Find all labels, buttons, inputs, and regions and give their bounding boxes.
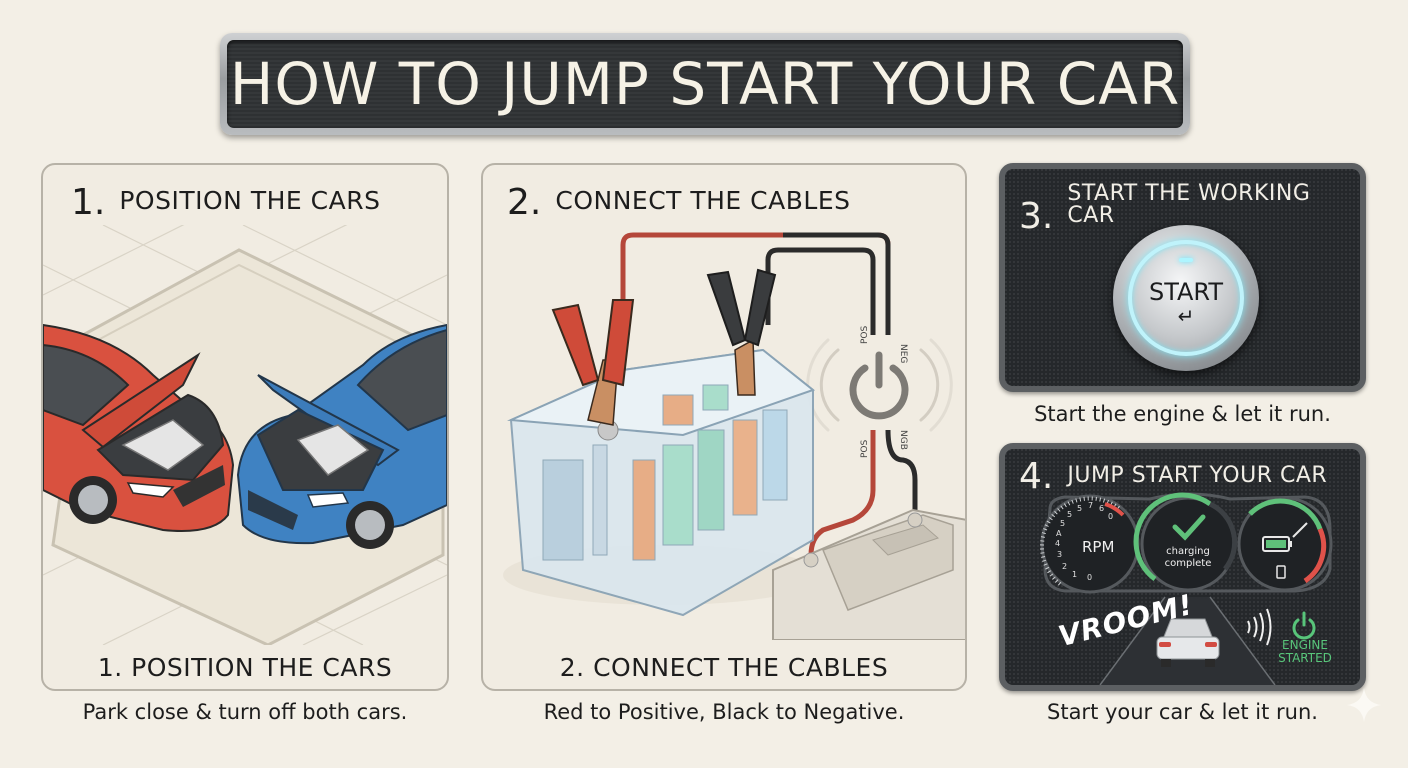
start-button[interactable]: START ↵ bbox=[1113, 225, 1259, 371]
start-led-indicator bbox=[1179, 258, 1193, 262]
red-clamp-icon bbox=[551, 299, 635, 426]
page-title: HOW TO JUMP START YOUR CAR bbox=[229, 50, 1181, 118]
engine-status-line-2: STARTED bbox=[1278, 651, 1332, 665]
step-2-heading: 2. CONNECT THE CABLES bbox=[507, 185, 850, 221]
rpm-label: RPM bbox=[1082, 538, 1114, 556]
step-1-panel: 1. POSITION THE CARS bbox=[41, 163, 449, 691]
battery-cables-illustration: POS NEG POS NGB bbox=[503, 232, 965, 640]
step-3-caption: Start the engine & let it run. bbox=[1034, 402, 1331, 426]
step-4-panel: 4. JUMP START YOUR CAR 0 1 2 3 4 A 5 5 5… bbox=[999, 443, 1366, 691]
step-2-panel: 2. CONNECT THE CABLES POS NEG POS NGB bbox=[481, 163, 967, 691]
engine-started-status: ENGINE STARTED bbox=[1270, 639, 1340, 665]
blue-car-icon bbox=[236, 323, 447, 549]
svg-text:2: 2 bbox=[1062, 562, 1067, 571]
svg-text:5: 5 bbox=[1067, 510, 1072, 519]
battery-icon bbox=[503, 348, 823, 617]
step-4-title: JUMP START YOUR CAR bbox=[1067, 463, 1328, 488]
step-4-number: 4. bbox=[1019, 456, 1054, 497]
svg-text:complete: complete bbox=[1165, 558, 1212, 569]
label-neg-bottom: NGB bbox=[898, 430, 908, 450]
step-1-title: POSITION THE CARS bbox=[119, 186, 381, 215]
engine-status-line-1: ENGINE bbox=[1282, 638, 1328, 652]
svg-text:charging: charging bbox=[1166, 546, 1210, 557]
step-2-caption: Red to Positive, Black to Negative. bbox=[543, 700, 905, 724]
step-2-bottom-label: 2. CONNECT THE CABLES bbox=[559, 653, 889, 682]
step-3-heading: 3. START THE WORKING CAR bbox=[1019, 183, 1360, 235]
engine-power-icon bbox=[1292, 611, 1316, 640]
fuel-pump-icon bbox=[1276, 565, 1286, 579]
start-button-ring: START ↵ bbox=[1128, 240, 1244, 356]
svg-text:5: 5 bbox=[1060, 519, 1065, 528]
svg-text:7: 7 bbox=[1088, 501, 1093, 510]
charging-gauge: charging complete bbox=[1133, 492, 1238, 592]
step-2-title: CONNECT THE CABLES bbox=[555, 186, 851, 215]
step-1-heading: 1. POSITION THE CARS bbox=[71, 185, 380, 221]
sound-waves-icon bbox=[1247, 608, 1272, 646]
step-4-heading: 4. JUMP START YOUR CAR bbox=[1019, 459, 1327, 495]
label-pos-top: POS bbox=[860, 325, 870, 344]
step-3-number: 3. bbox=[1019, 196, 1054, 237]
start-button-label: START bbox=[1148, 278, 1224, 306]
title-plate: HOW TO JUMP START YOUR CAR bbox=[220, 33, 1190, 135]
step-1-caption: Park close & turn off both cars. bbox=[82, 700, 408, 724]
label-pos-bottom: POS bbox=[860, 439, 870, 458]
svg-text:6: 6 bbox=[1099, 504, 1104, 513]
rpm-gauge: 0 1 2 3 4 A 5 5 5 7 6 0 RPM bbox=[1040, 494, 1140, 594]
enter-arrow-icon: ↵ bbox=[1177, 304, 1195, 328]
step-1-number: 1. bbox=[71, 182, 106, 223]
step-3-title: START THE WORKING CAR bbox=[1067, 181, 1311, 228]
svg-text:1: 1 bbox=[1072, 570, 1077, 579]
black-clamp-icon bbox=[706, 268, 777, 396]
power-icon bbox=[806, 338, 953, 432]
step-1-bottom-label: 1. POSITION THE CARS bbox=[97, 653, 393, 682]
svg-text:0: 0 bbox=[1087, 573, 1092, 582]
car-rear-icon bbox=[1156, 618, 1220, 667]
svg-text:3: 3 bbox=[1057, 550, 1062, 559]
step-3-panel: 3. START THE WORKING CAR START ↵ bbox=[999, 163, 1366, 392]
battery-fuel-gauge bbox=[1237, 496, 1333, 592]
svg-text:0: 0 bbox=[1108, 512, 1113, 521]
label-neg-top: NEG bbox=[898, 344, 908, 363]
title-plate-inner: HOW TO JUMP START YOUR CAR bbox=[227, 40, 1183, 128]
dashboard-cluster: 0 1 2 3 4 A 5 5 5 7 6 0 RPM charging com… bbox=[1040, 492, 1333, 685]
step-4-caption: Start your car & let it run. bbox=[1047, 700, 1318, 724]
two-cars-illustration bbox=[43, 225, 447, 645]
sparkle-icon bbox=[1347, 688, 1381, 722]
red-car-icon bbox=[43, 323, 235, 532]
checkmark-icon bbox=[1172, 514, 1206, 541]
step-2-number: 2. bbox=[507, 182, 542, 223]
engine-icon bbox=[772, 508, 965, 640]
svg-text:5: 5 bbox=[1077, 504, 1082, 513]
svg-text:4: 4 bbox=[1055, 539, 1060, 548]
svg-text:A: A bbox=[1056, 529, 1062, 538]
